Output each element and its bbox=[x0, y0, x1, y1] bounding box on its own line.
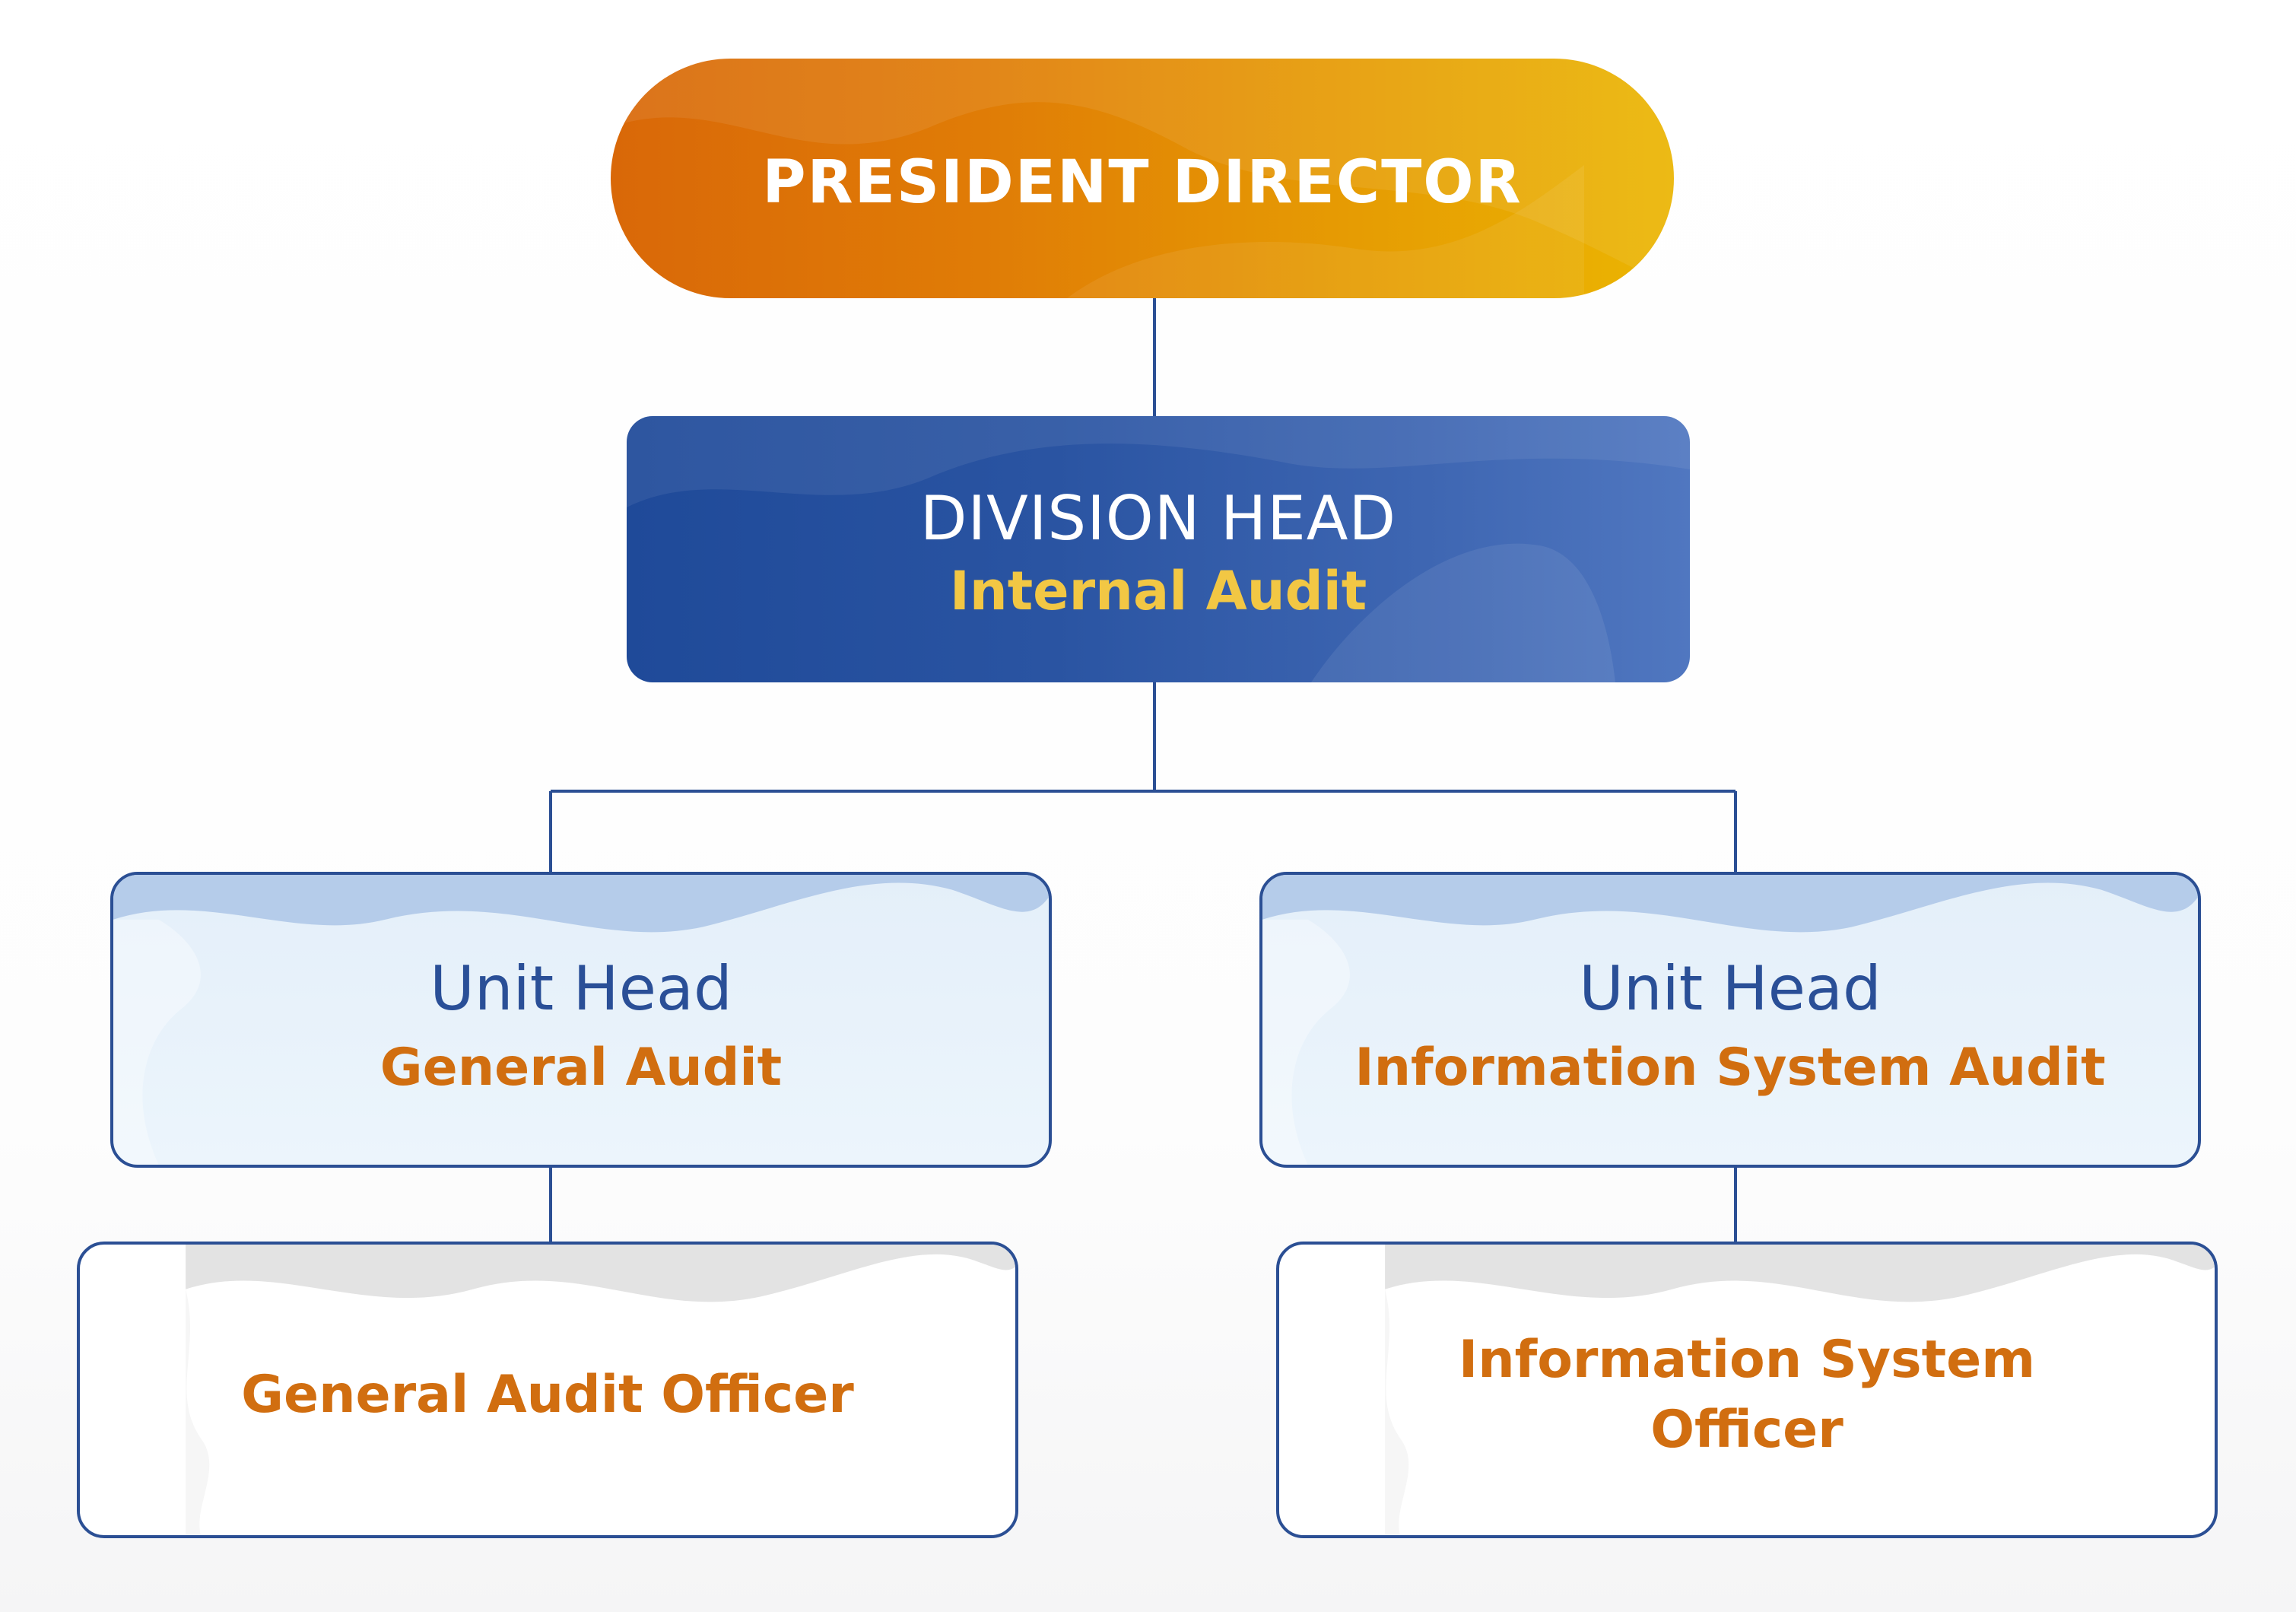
information-system-officer-box: Information System Officer bbox=[1276, 1242, 2218, 1538]
unit-head-subtitle: General Audit bbox=[379, 1037, 783, 1098]
unit-head-title: Unit Head bbox=[430, 952, 732, 1024]
president-title: PRESIDENT DIRECTOR bbox=[762, 148, 1523, 217]
unit-head-general-audit-box: Unit Head General Audit bbox=[110, 872, 1052, 1168]
president-director-box: PRESIDENT DIRECTOR bbox=[611, 59, 1674, 298]
officer-label: Information System Officer bbox=[1458, 1330, 2036, 1460]
general-audit-officer-box: General Audit Officer bbox=[77, 1242, 1018, 1538]
division-subtitle: Internal Audit bbox=[949, 559, 1367, 622]
division-head-box: DIVISION HEAD Internal Audit bbox=[627, 416, 1690, 682]
unit-head-subtitle: Information System Audit bbox=[1354, 1037, 2106, 1098]
division-title: DIVISION HEAD bbox=[919, 482, 1397, 554]
unit-head-title: Unit Head bbox=[1579, 952, 1882, 1024]
unit-head-information-system-audit-box: Unit Head Information System Audit bbox=[1259, 872, 2201, 1168]
officer-label: General Audit Officer bbox=[241, 1365, 854, 1426]
